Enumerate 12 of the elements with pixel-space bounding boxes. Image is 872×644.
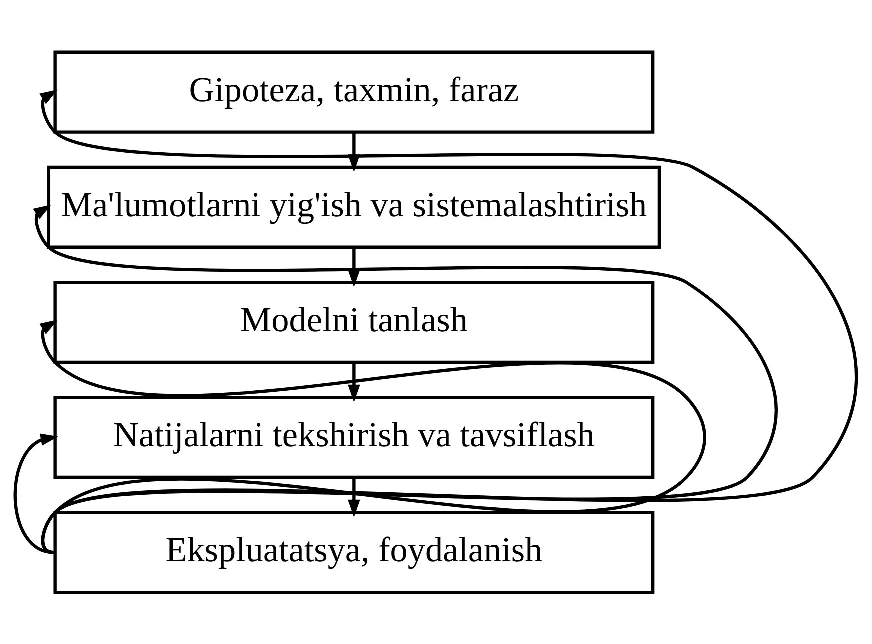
- arrow: [40, 89, 858, 554]
- arrow: [348, 246, 360, 287]
- node-box: Gipoteza, taxmin, faraz: [54, 50, 655, 134]
- node-box: Modelni tanlash: [54, 280, 655, 364]
- arrow: [33, 204, 778, 554]
- arrow: [40, 319, 706, 554]
- node-box: Ma'lumotlarni yig'ish va sistemalashtirish: [47, 165, 662, 248]
- arrow: [14, 433, 58, 554]
- arrow: [348, 477, 360, 518]
- node-box: Ekspluatatsya, foydalanish: [54, 510, 655, 594]
- arrow: [348, 362, 360, 402]
- node-box: Natijalarni tekshirish va tavsiflash: [54, 396, 655, 479]
